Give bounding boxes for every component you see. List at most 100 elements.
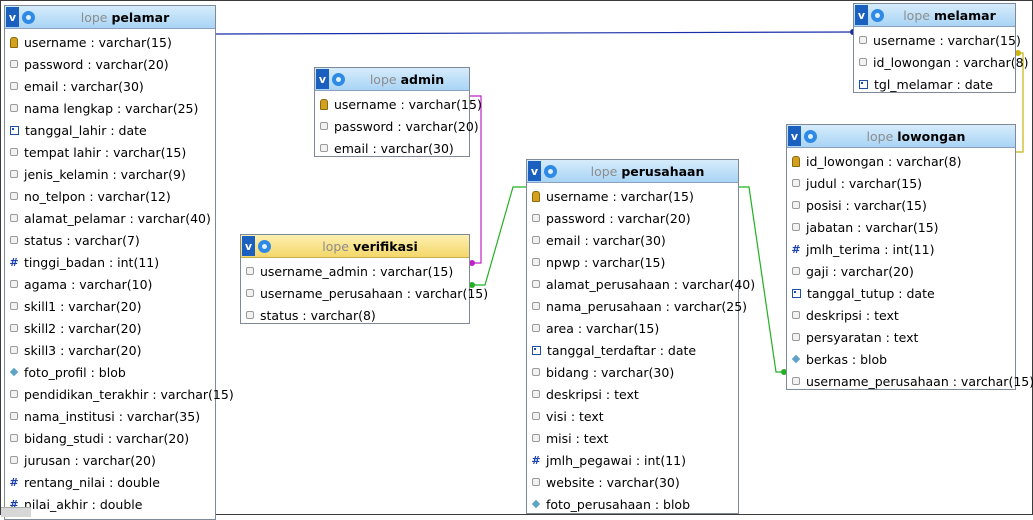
column-row[interactable]: username_perusahaan : varchar(15) [787,370,1033,392]
column-row[interactable]: jabatan : varchar(15) [787,216,1015,238]
column-row[interactable]: foto_profil : blob [5,361,215,383]
column-row[interactable]: misi : text [527,427,738,449]
column-row[interactable]: #jmlh_terima : int(11) [787,238,1015,260]
column-row[interactable]: #nilai_akhir : double [5,493,215,515]
column-row[interactable]: username : varchar(15) [854,29,1021,51]
table-verifikasi[interactable]: v lope verifikasi username_admin : varch… [240,234,488,326]
table-admin[interactable]: v lope admin username : varchar(15)passw… [314,67,482,159]
column-row[interactable]: status : varchar(7) [5,229,215,251]
column-row[interactable]: username_perusahaan : varchar(15) [241,282,488,304]
table-header[interactable]: v lope pelamar [5,6,215,29]
column-label: misi : text [546,430,609,446]
column-row[interactable]: tanggal_terdaftar : date [527,339,738,361]
column-label: username : varchar(15) [873,32,1021,48]
column-row[interactable]: persyaratan : text [787,326,1015,348]
blob-icon [531,499,541,509]
column-row[interactable]: posisi : varchar(15) [787,194,1015,216]
table-lowongan[interactable]: v lope lowongan id_lowongan : varchar(8)… [786,124,1033,392]
view-toggle-icon[interactable]: v [788,126,801,146]
column-row[interactable]: id_lowongan : varchar(8) [787,150,1015,172]
gear-icon[interactable] [22,10,35,24]
column-label: deskripsi : text [546,386,639,402]
column-row[interactable]: username : varchar(15) [5,31,215,53]
column-row[interactable]: tgl_melamar : date [854,73,1015,95]
column-row[interactable]: website : varchar(30) [527,471,738,493]
view-toggle-icon[interactable]: v [855,5,868,25]
view-toggle-icon[interactable]: v [316,69,329,89]
column-row[interactable]: area : varchar(15) [527,317,738,339]
column-row[interactable]: tempat lahir : varchar(15) [5,141,215,163]
column-row[interactable]: email : varchar(30) [527,229,738,251]
table-header[interactable]: v lope lowongan [787,125,1015,148]
view-toggle-icon[interactable]: v [6,7,19,27]
column-row[interactable]: username : varchar(15) [315,93,482,115]
column-row[interactable]: jenis_kelamin : varchar(9) [5,163,215,185]
table-name: perusahaan [621,163,705,179]
column-row[interactable]: skill3 : varchar(20) [5,339,215,361]
gear-icon[interactable] [871,8,884,22]
column-row[interactable]: jurusan : varchar(20) [5,449,215,471]
column-row[interactable]: nama_institusi : varchar(35) [5,405,215,427]
view-toggle-icon[interactable]: v [528,161,541,181]
column-row[interactable]: agama : varchar(10) [5,273,215,295]
column-row[interactable]: npwp : varchar(15) [527,251,738,273]
column-row[interactable]: status : varchar(8) [241,304,469,326]
gear-icon[interactable] [332,72,345,86]
column-label: username_perusahaan : varchar(15) [260,285,489,301]
column-row[interactable]: deskripsi : text [787,304,1015,326]
column-row[interactable]: password : varchar(20) [527,207,738,229]
gear-icon[interactable] [258,239,271,253]
table-melamar[interactable]: v lope melamar username : varchar(15) id_… [853,3,1028,95]
column-row[interactable]: gaji : varchar(20) [787,260,1015,282]
relation-line [470,186,526,286]
gear-icon[interactable] [804,129,817,143]
column-row[interactable]: visi : text [527,405,738,427]
column-row[interactable]: email : varchar(30) [315,137,469,159]
column-row[interactable]: nama_perusahaan : varchar(25) [527,295,747,317]
column-row[interactable]: username_admin : varchar(15) [241,260,469,282]
column-row[interactable]: alamat_pelamar : varchar(40) [5,207,215,229]
table-pelamar[interactable]: v lope pelamar username : varchar(15)pas… [4,5,234,520]
table-header[interactable]: v lope melamar [854,4,1015,27]
gear-icon[interactable] [544,164,557,178]
column-row[interactable]: password : varchar(20) [5,53,215,75]
column-row[interactable]: #tinggi_badan : int(11) [5,251,215,273]
column-label: foto_perusahaan : blob [546,496,691,512]
column-row[interactable]: bidang : varchar(30) [527,361,738,383]
column-label: visi : text [546,408,604,424]
column-row[interactable]: id_lowongan : varchar(8) [854,51,1028,73]
column-label: status : varchar(7) [24,232,140,248]
text-icon [10,390,18,398]
column-row[interactable]: skill1 : varchar(20) [5,295,215,317]
text-icon [532,258,540,266]
column-row[interactable]: tanggal_lahir : date [5,119,215,141]
table-perusahaan[interactable]: v lope perusahaan username : varchar(15)… [526,159,755,515]
column-row[interactable]: tanggal_tutup : date [787,282,1015,304]
table-header[interactable]: v lope verifikasi [241,235,469,258]
column-label: berkas : blob [806,351,888,367]
column-row[interactable]: skill2 : varchar(20) [5,317,215,339]
table-header[interactable]: v lope admin [315,68,469,91]
table-name: melamar [933,7,996,23]
column-label: no_telpon : varchar(12) [24,188,171,204]
column-row[interactable]: #jmlh_pegawai : int(11) [527,449,738,471]
text-icon [10,214,18,222]
column-row[interactable]: berkas : blob [787,348,1015,370]
view-toggle-icon[interactable]: v [242,236,255,256]
column-row[interactable]: alamat_perusahaan : varchar(40) [527,273,755,295]
column-row[interactable]: nama lengkap : varchar(25) [5,97,215,119]
column-row[interactable]: email : varchar(30) [5,75,215,97]
table-header[interactable]: v lope perusahaan [527,160,738,183]
column-label: tinggi_badan : int(11) [24,254,160,270]
column-row[interactable]: foto_perusahaan : blob [527,493,738,515]
column-row[interactable]: deskripsi : text [527,383,738,405]
column-row[interactable]: judul : varchar(15) [787,172,1015,194]
horizontal-scrollbar[interactable] [1,507,31,517]
column-row[interactable]: #rentang_nilai : double [5,471,215,493]
column-row[interactable]: username : varchar(15) [527,185,738,207]
column-row[interactable]: pendidikan_terakhir : varchar(15) [5,383,234,405]
column-label: username : varchar(15) [546,188,694,204]
column-row[interactable]: bidang_studi : varchar(20) [5,427,215,449]
column-row[interactable]: password : varchar(20) [315,115,479,137]
column-row[interactable]: no_telpon : varchar(12) [5,185,215,207]
